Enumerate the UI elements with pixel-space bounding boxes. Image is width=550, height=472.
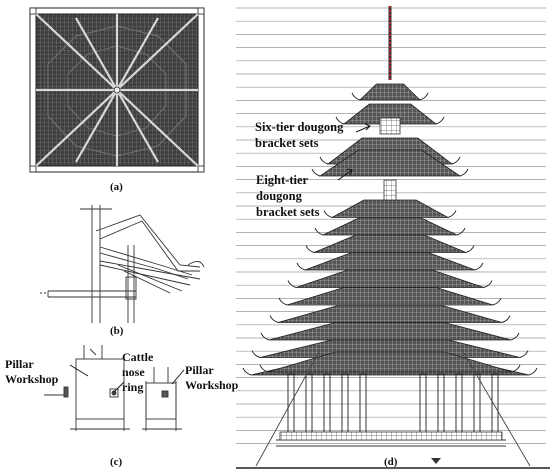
eave-curl <box>419 92 429 101</box>
eave-curl <box>242 367 252 376</box>
eave-curl <box>483 280 493 288</box>
eave-curl <box>459 168 469 177</box>
eave-curl <box>260 332 270 341</box>
eave-curl <box>447 210 457 218</box>
eave-curl <box>456 227 466 236</box>
panel-c-caption: (c) <box>110 456 123 468</box>
joint-detail-drawing <box>44 345 182 431</box>
roof-tier <box>313 234 467 253</box>
eave-curl <box>314 227 324 236</box>
annotation-arrows-d <box>337 123 371 181</box>
panel-a-caption: (a) <box>110 181 123 193</box>
eave-curl <box>435 116 445 125</box>
drum-tower-elevation <box>236 6 550 469</box>
pillar-workshop-label-left: Pillar Workshop <box>5 357 59 386</box>
eave-curl <box>259 364 269 373</box>
annotation-arrows-c <box>69 364 185 393</box>
roof-tier <box>322 217 458 236</box>
panel-b-caption: (b) <box>110 325 124 337</box>
roof-tier <box>359 83 421 101</box>
roof-plan-drawing <box>29 7 205 173</box>
roof-tier <box>304 252 476 271</box>
eave-curl <box>501 315 511 323</box>
eave-curl <box>451 156 461 165</box>
cattle-nose-ring-label: Cattle nose ring <box>122 350 154 394</box>
eave-curl <box>319 156 329 165</box>
eave-curl <box>519 350 529 358</box>
eave-curl <box>305 245 315 253</box>
eave-curl <box>351 92 361 101</box>
eave-curl <box>492 297 502 306</box>
eight-tier-label: Eight-tier dougong bracket sets <box>256 173 320 219</box>
eave-curl <box>474 262 484 271</box>
eave-curl <box>311 168 321 177</box>
eave-curl <box>528 367 538 376</box>
eave-curl <box>510 332 520 341</box>
eave-curl <box>251 350 261 358</box>
roof-tier <box>277 304 503 323</box>
eave-curl <box>465 245 475 253</box>
panel-d-caption: (d) <box>384 456 398 468</box>
eave-section-drawing <box>40 205 205 323</box>
eave-curl <box>335 116 345 125</box>
roof-tier <box>331 199 449 218</box>
six-tier-label: Six-tier dougong bracket sets <box>255 120 344 150</box>
eave-curl <box>323 210 333 218</box>
eave-curl <box>269 315 279 323</box>
roof-tier <box>286 287 494 306</box>
eave-curl <box>296 262 306 271</box>
eave-curl <box>287 280 297 288</box>
pillar-workshop-label-right: Pillar Workshop <box>185 363 239 392</box>
eave-curl <box>278 297 288 306</box>
roof-tier <box>295 269 485 288</box>
eave-curl <box>511 364 521 373</box>
